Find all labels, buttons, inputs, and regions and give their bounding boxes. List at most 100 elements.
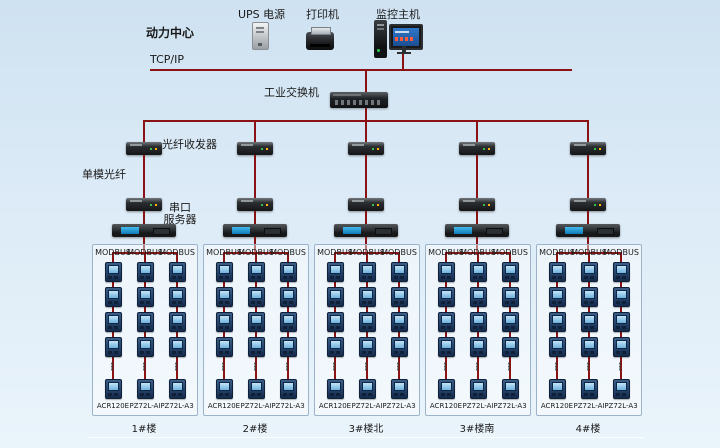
- building-group: MODBUS ⋮ ACR120E MODBUS ⋮ PZ72L-AI MODBU…: [92, 120, 198, 448]
- serial-server-label-line1: 串口: [169, 201, 191, 214]
- single-mode-fiber-wire: [365, 155, 367, 198]
- power-meter-icon: [326, 312, 344, 332]
- meter-panel: MODBUS ⋮ ACR120E MODBUS ⋮ PZ72L-AI MODBU…: [314, 244, 420, 416]
- power-meter-icon: [326, 287, 344, 307]
- tcpip-label: TCP/IP: [150, 53, 184, 66]
- power-meter-icon: [247, 262, 265, 282]
- power-meter-icon: [168, 337, 186, 357]
- meter-stack: ⋮: [326, 262, 344, 399]
- power-meter-icon: [136, 262, 154, 282]
- power-meter-icon: [469, 287, 487, 307]
- more-meters-ellipsis: ⋮: [139, 362, 151, 373]
- serial-server-label: 串口 服务器: [156, 202, 204, 226]
- modbus-bus-label: MODBUS: [206, 248, 242, 257]
- meter-column: MODBUS ⋮ PZ72L-A3: [492, 248, 528, 412]
- meter-stack: ⋮: [215, 262, 233, 399]
- power-meter-icon: [247, 312, 265, 332]
- meter-stack: ⋮: [437, 262, 455, 399]
- drop-wire: [365, 120, 367, 142]
- meter-panel: MODBUS ⋮ ACR120E MODBUS ⋮ PZ72L-AI MODBU…: [203, 244, 309, 416]
- single-mode-fiber-label: 单模光纤: [82, 168, 126, 181]
- more-meters-ellipsis: ⋮: [171, 362, 183, 373]
- power-meter-icon: [104, 262, 122, 282]
- more-meters-ellipsis: ⋮: [504, 362, 516, 373]
- ups-device-icon: [252, 22, 269, 50]
- modbus-bus-label: MODBUS: [460, 248, 496, 257]
- power-meter-icon: [215, 262, 233, 282]
- fiber-transceiver-icon: [348, 142, 384, 155]
- more-meters-ellipsis: ⋮: [551, 362, 563, 373]
- power-meter-icon: [247, 379, 265, 399]
- building-label: 3#楼南: [459, 424, 495, 435]
- meter-model-label: PZ72L-A3: [160, 402, 194, 410]
- power-meter-icon: [358, 262, 376, 282]
- power-meter-icon: [136, 287, 154, 307]
- host-tower-icon: [374, 20, 387, 58]
- single-mode-fiber-wire: [254, 155, 256, 198]
- meter-column: MODBUS ⋮ PZ72L-AI: [349, 248, 385, 412]
- wire: [143, 211, 145, 224]
- fiber-transceiver-icon: [348, 198, 384, 211]
- modbus-bus-label: MODBUS: [159, 248, 195, 257]
- more-meters-ellipsis: ⋮: [393, 362, 405, 373]
- modbus-bus-label: MODBUS: [238, 248, 274, 257]
- serial-server-icon: [556, 224, 620, 237]
- more-meters-ellipsis: ⋮: [329, 362, 341, 373]
- meter-stack: ⋮: [501, 262, 519, 399]
- power-meter-icon: [612, 379, 630, 399]
- wire: [365, 211, 367, 224]
- meter-model-label: PZ72L-AI: [240, 402, 272, 410]
- modbus-bus-label: MODBUS: [381, 248, 417, 257]
- power-meter-icon: [437, 287, 455, 307]
- modbus-bus-label: MODBUS: [571, 248, 607, 257]
- more-meters-ellipsis: ⋮: [107, 362, 119, 373]
- meter-stack: ⋮: [548, 262, 566, 399]
- fiber-transceiver-icon: [570, 142, 606, 155]
- power-meter-icon: [279, 379, 297, 399]
- power-meter-icon: [501, 287, 519, 307]
- power-meter-icon: [437, 312, 455, 332]
- meter-model-label: PZ72L-A3: [604, 402, 638, 410]
- serial-server-label-line2: 服务器: [163, 213, 197, 226]
- power-meter-icon: [548, 287, 566, 307]
- meter-column: MODBUS ⋮ PZ72L-A3: [159, 248, 195, 412]
- meter-model-label: PZ72L-AI: [573, 402, 605, 410]
- meter-stack: ⋮: [358, 262, 376, 399]
- drop-wire: [476, 120, 478, 142]
- power-meter-icon: [168, 379, 186, 399]
- power-meter-icon: [326, 379, 344, 399]
- drop-wire: [587, 120, 589, 142]
- power-meter-icon: [390, 379, 408, 399]
- power-meter-icon: [469, 312, 487, 332]
- printer-icon: [306, 27, 334, 50]
- power-meter-icon: [215, 312, 233, 332]
- meter-model-label: PZ72L-A3: [493, 402, 527, 410]
- power-meter-icon: [437, 337, 455, 357]
- power-meter-icon: [548, 312, 566, 332]
- meter-panel: MODBUS ⋮ ACR120E MODBUS ⋮ PZ72L-AI MODBU…: [92, 244, 198, 416]
- power-meter-icon: [437, 379, 455, 399]
- meter-column: MODBUS ⋮ PZ72L-AI: [127, 248, 163, 412]
- power-meter-icon: [247, 287, 265, 307]
- power-meter-icon: [104, 287, 122, 307]
- power-meter-icon: [136, 337, 154, 357]
- meter-model-label: ACR120E: [96, 402, 130, 410]
- power-meter-icon: [168, 287, 186, 307]
- power-meter-icon: [136, 379, 154, 399]
- power-meter-icon: [247, 337, 265, 357]
- meter-column: MODBUS ⋮ ACR120E: [428, 248, 464, 412]
- power-meter-icon: [548, 379, 566, 399]
- switch-downlink-wire: [365, 108, 367, 120]
- ups-label: UPS 电源: [238, 8, 286, 21]
- power-meter-icon: [215, 379, 233, 399]
- meter-model-label: ACR120E: [207, 402, 241, 410]
- power-meter-icon: [548, 262, 566, 282]
- meter-column: MODBUS ⋮ ACR120E: [206, 248, 242, 412]
- meter-model-label: PZ72L-AI: [129, 402, 161, 410]
- modbus-bus-label: MODBUS: [127, 248, 163, 257]
- more-meters-ellipsis: ⋮: [218, 362, 230, 373]
- meter-column: MODBUS ⋮ ACR120E: [539, 248, 575, 412]
- drop-wire: [143, 120, 145, 142]
- modbus-bus-label: MODBUS: [428, 248, 464, 257]
- meter-model-label: PZ72L-AI: [351, 402, 383, 410]
